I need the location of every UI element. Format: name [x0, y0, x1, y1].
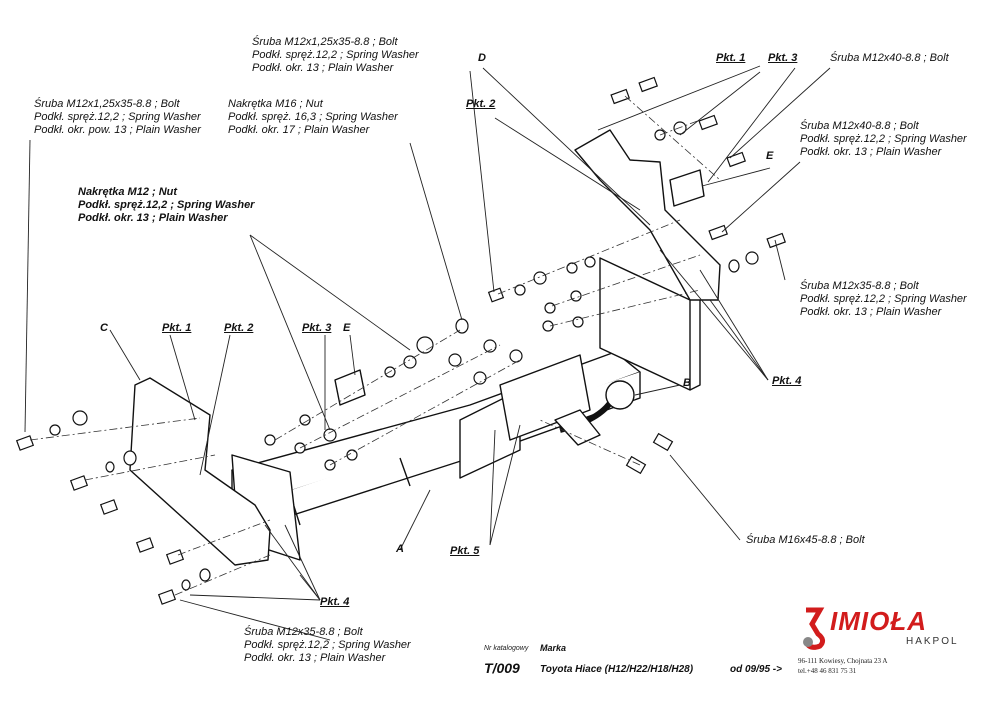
towball-logo-icon: [803, 607, 826, 650]
logo-sub: HAKPOL: [906, 636, 959, 647]
tag-pkt4-right: Pkt. 4: [772, 375, 802, 387]
callout-line: Podkł. okr. 13 ; Plain Washer: [252, 62, 394, 74]
tag-pkt5: Pkt. 5: [450, 545, 480, 557]
callout-line: Śruba M12x1,25x35-8.8 ; Bolt: [34, 98, 180, 110]
callout-bolt-m12x40-top: Śruba M12x40-8.8 ; Bolt: [830, 52, 949, 65]
tag-d: D: [478, 52, 486, 64]
callout-bolt-m12x35-bottom: Śruba M12x35-8.8 ; Bolt Podkł. spręż.12,…: [244, 626, 411, 665]
callout-bolt-m12x35-right: Śruba M12x35-8.8 ; Bolt Podkł. spręż.12,…: [800, 280, 967, 319]
callout-bolt-m12x40-right: Śruba M12x40-8.8 ; Bolt Podkł. spręż.12,…: [800, 120, 967, 159]
callout-line: Podkł. okr. 13 ; Plain Washer: [78, 212, 228, 224]
callout-line: Nakrętka M12 ; Nut: [78, 186, 178, 198]
callout-line: Podkł. okr. 13 ; Plain Washer: [800, 146, 942, 158]
callout-line: Podkł. okr. 17 ; Plain Washer: [228, 124, 370, 136]
tag-pkt1-left: Pkt. 1: [162, 322, 192, 334]
tag-a: A: [396, 543, 404, 555]
make-label: Marka: [540, 643, 567, 653]
tag-pkt2-left: Pkt. 2: [224, 322, 254, 334]
production-date: od 09/95 ->: [730, 664, 782, 675]
address-line-2: tel.+48 46 831 75 31: [798, 667, 857, 675]
logo-brand: IMIOŁA: [830, 606, 927, 636]
callout-bolt-top-center: Śruba M12x1,25x35-8.8 ; Bolt Podkł. sprę…: [252, 36, 419, 75]
imiola-logo: IMIOŁA HAKPOL: [796, 606, 966, 652]
callout-line: Podkł. spręż. 16,3 ; Spring Washer: [228, 111, 398, 123]
address-line-1: 96-111 Kowiesy, Chojnata 23 A: [798, 657, 888, 665]
tag-pkt4-bottom: Pkt. 4: [320, 596, 350, 608]
callout-line: Podkł. okr. 13 ; Plain Washer: [800, 306, 942, 318]
tag-pkt3-top: Pkt. 3: [768, 52, 798, 64]
tag-pkt3-left: Pkt. 3: [302, 322, 332, 334]
fasteners-center: [264, 318, 523, 471]
callout-nut-m16: Nakrętka M16 ; Nut Podkł. spręż. 16,3 ; …: [228, 98, 398, 137]
callout-line: Podkł. spręż.12,2 ; Spring Washer: [244, 639, 411, 651]
tag-e-right: E: [766, 150, 774, 162]
vehicle-model: Toyota Hiace (H12/H22/H18/H28): [540, 664, 694, 675]
fasteners-left: [15, 410, 211, 605]
callout-line: Podkł. spręż.12,2 ; Spring Washer: [252, 49, 419, 61]
callout-line: Śruba M12x1,25x35-8.8 ; Bolt: [252, 36, 398, 48]
callout-line: Nakrętka M16 ; Nut: [228, 98, 323, 110]
tag-e-left: E: [343, 322, 351, 334]
callout-line: Śruba M12x35-8.8 ; Bolt: [244, 626, 363, 638]
callout-line: Podkł. spręż.12,2 ; Spring Washer: [78, 199, 255, 211]
callout-line: Śruba M12x40-8.8 ; Bolt: [800, 120, 919, 132]
catalog-number: T/009: [484, 660, 520, 676]
catalog-label: Nr katalogowy: [484, 645, 529, 652]
callout-line: Podkł. spręż.12,2 ; Spring Washer: [800, 133, 967, 145]
callout-line: Podkł. spręż.12,2 ; Spring Washer: [34, 111, 201, 123]
callout-bolt-top-left: Śruba M12x1,25x35-8.8 ; Bolt Podkł. sprę…: [34, 98, 201, 137]
tag-pkt2-top: Pkt. 2: [466, 98, 496, 110]
tag-b: B: [683, 377, 691, 389]
callout-line: Podkł. spręż.12,2 ; Spring Washer: [800, 293, 967, 305]
callout-line: Śruba M12x35-8.8 ; Bolt: [800, 280, 919, 292]
callout-line: Podkł. okr. 13 ; Plain Washer: [244, 652, 386, 664]
callout-line: Śruba M16x45-8.8 ; Bolt: [746, 534, 865, 546]
callout-line: Podkł. okr. pow. 13 ; Plain Washer: [34, 124, 201, 136]
callout-nut-m12: Nakrętka M12 ; Nut Podkł. spręż.12,2 ; S…: [78, 186, 254, 225]
tag-c: C: [100, 322, 108, 334]
callout-bolt-m16: Śruba M16x45-8.8 ; Bolt: [746, 534, 865, 547]
fasteners-right: [487, 76, 786, 475]
tag-pkt1-top: Pkt. 1: [716, 52, 746, 64]
callout-line: Śruba M12x40-8.8 ; Bolt: [830, 52, 949, 64]
